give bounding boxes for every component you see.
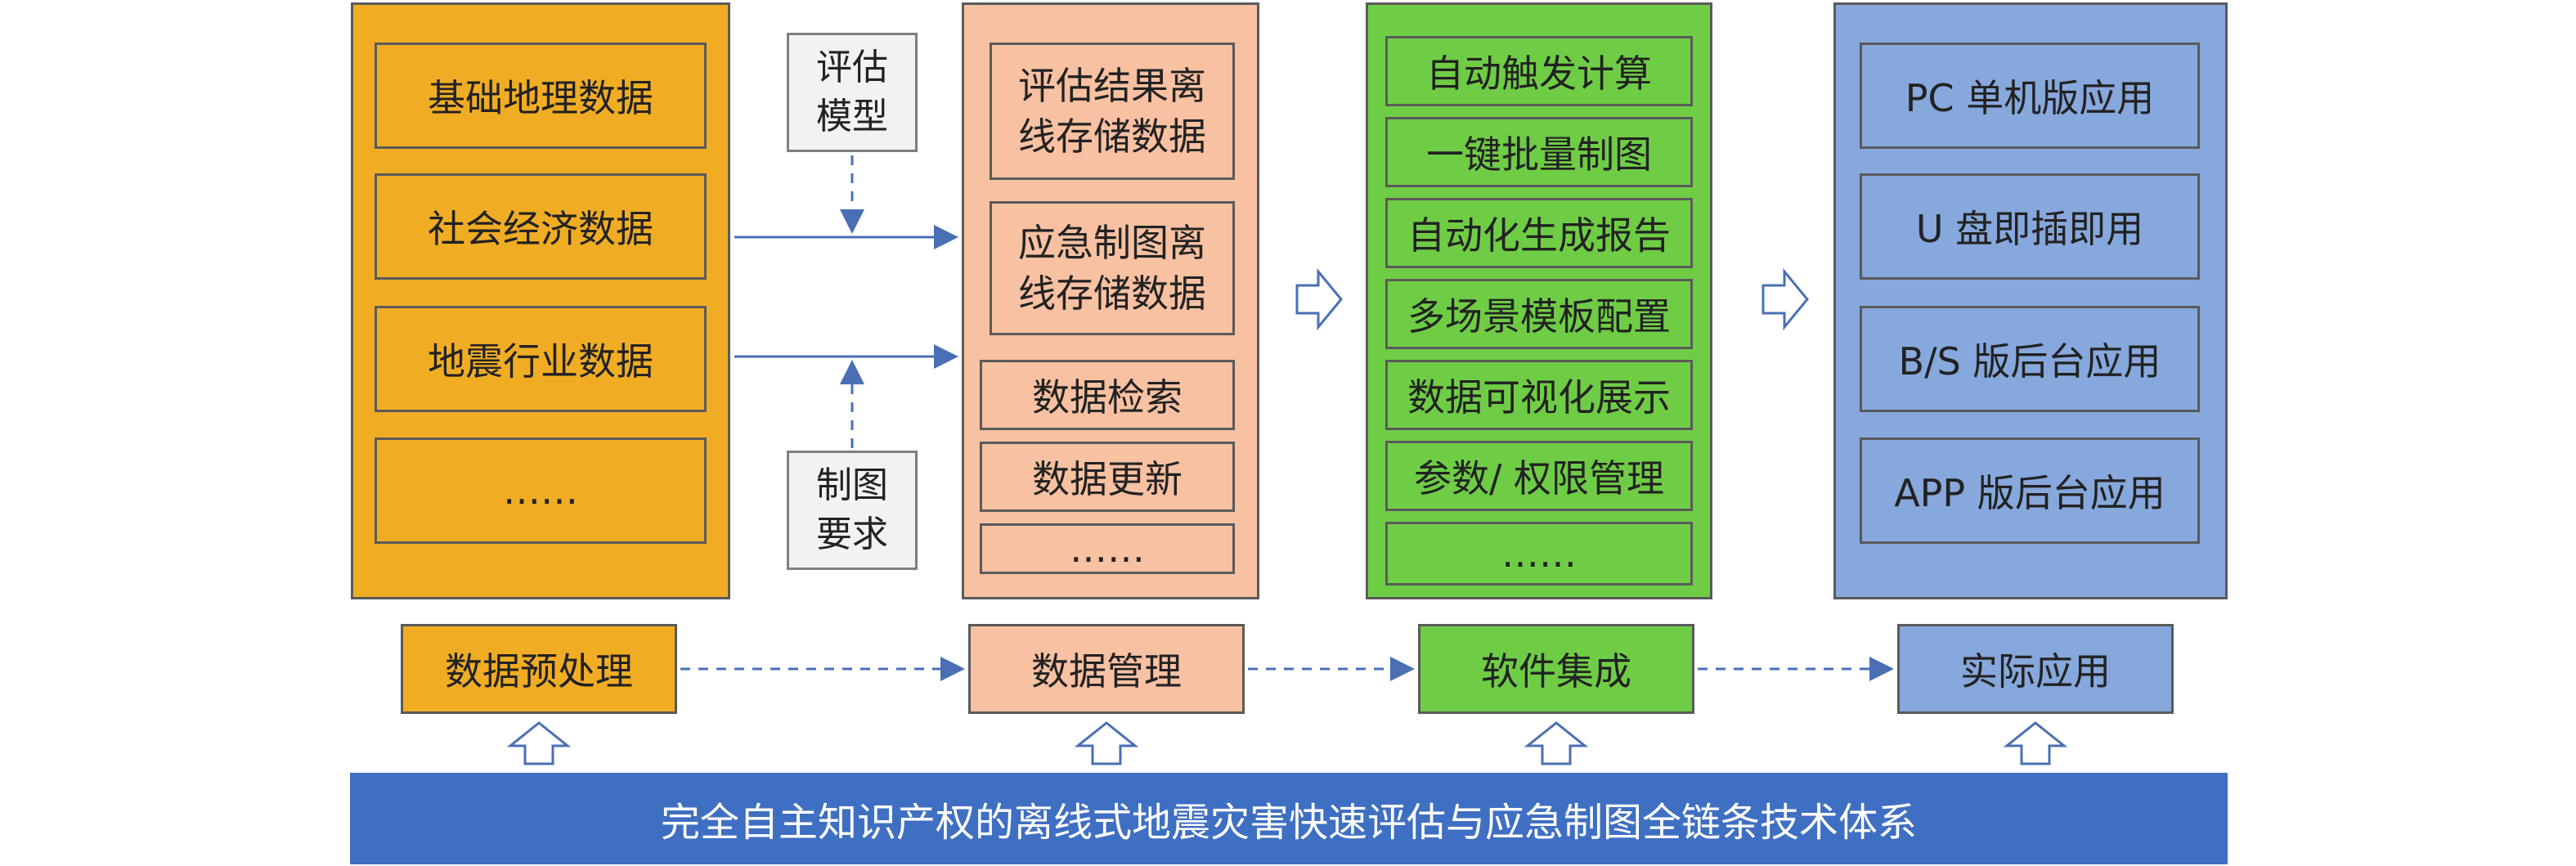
up-arrow-3 [1524, 721, 1589, 765]
pc-standalone-box: PC 单机版应用 [1860, 43, 2200, 149]
auto-trigger-calculation-box: 自动触发计算 [1385, 36, 1693, 106]
mapping-requirements-label: 制图 要求 [787, 451, 918, 570]
stage-preprocess-label: 数据预处理 [401, 624, 677, 714]
data-visualization-box: 数据可视化展示 [1385, 360, 1693, 430]
data-update-box: 数据更新 [980, 442, 1235, 512]
multi-scene-template-box: 多场景模板配置 [1385, 279, 1693, 349]
usb-plug-and-play-box: U 盘即插即用 [1860, 173, 2200, 280]
data-search-box: 数据检索 [980, 360, 1235, 430]
stage-integration-label: 软件集成 [1418, 624, 1694, 714]
bs-backend-box: B/S 版后台应用 [1860, 306, 2200, 412]
system-title-bar: 完全自主知识产权的离线式地震灾害快速评估与应急制图全链条技术体系 [350, 773, 2228, 864]
auto-report-generation-box: 自动化生成报告 [1385, 198, 1693, 268]
up-arrow-2 [1074, 721, 1139, 765]
more-management-box: …… [980, 523, 1235, 574]
assessment-model-label: 评估 模型 [787, 33, 918, 152]
block-arrow-col2-col3 [1295, 267, 1343, 331]
block-arrow-col3-col4 [1761, 267, 1809, 331]
socioeconomic-data-box: 社会经济数据 [375, 173, 707, 280]
emergency-map-storage-box: 应急制图离 线存储数据 [990, 201, 1235, 335]
stage-management-label: 数据管理 [968, 624, 1245, 714]
up-arrow-1 [506, 721, 572, 765]
more-data-box: …… [375, 437, 707, 544]
up-arrow-4 [2003, 721, 2068, 765]
assessment-results-storage-box: 评估结果离 线存储数据 [990, 43, 1235, 180]
stage-application-label: 实际应用 [1897, 624, 2174, 714]
app-backend-box: APP 版后台应用 [1860, 437, 2200, 544]
more-integration-box: …… [1385, 522, 1693, 586]
parameter-permission-box: 参数/ 权限管理 [1385, 441, 1693, 511]
basic-geo-data-box: 基础地理数据 [375, 43, 707, 149]
earthquake-industry-data-box: 地震行业数据 [375, 306, 707, 412]
batch-mapping-box: 一键批量制图 [1385, 117, 1693, 187]
